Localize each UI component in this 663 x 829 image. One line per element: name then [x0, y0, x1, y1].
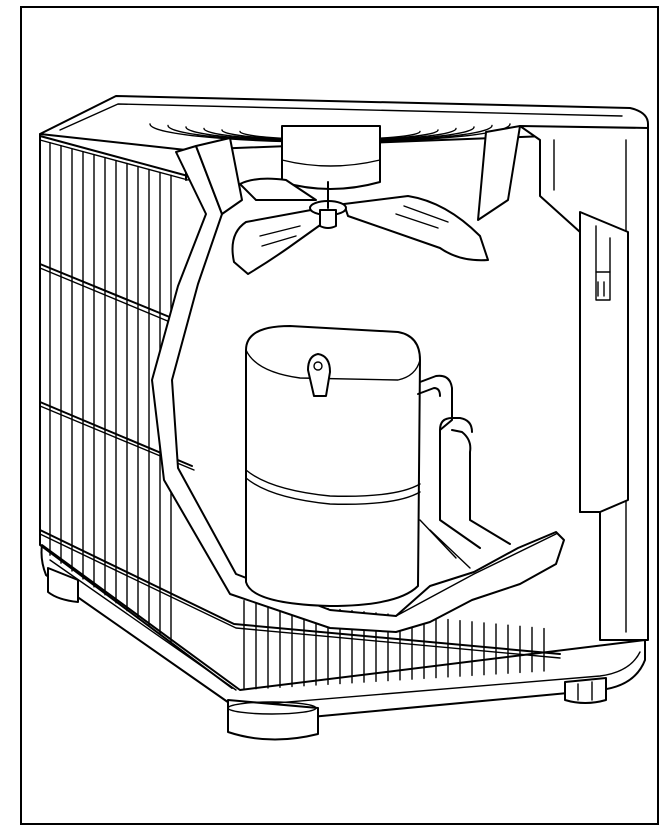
foot-front: [227, 699, 319, 741]
fan-assembly: [149, 123, 521, 275]
fan-blade-back: [239, 177, 317, 201]
foot-right: [564, 677, 607, 704]
shroud-right: [477, 125, 521, 221]
shroud-left: [195, 137, 243, 215]
unit-base: [40, 544, 646, 741]
coil-grille-front: [243, 600, 545, 691]
cutaway-edge: [151, 145, 565, 633]
fan-motor: [281, 125, 381, 190]
lifting-tab: [307, 353, 331, 397]
base-pan: [395, 533, 557, 617]
foot-left: [47, 567, 79, 603]
access-cutout: [579, 211, 629, 513]
fan-blade-right: [343, 195, 489, 262]
compressor: [245, 325, 511, 607]
